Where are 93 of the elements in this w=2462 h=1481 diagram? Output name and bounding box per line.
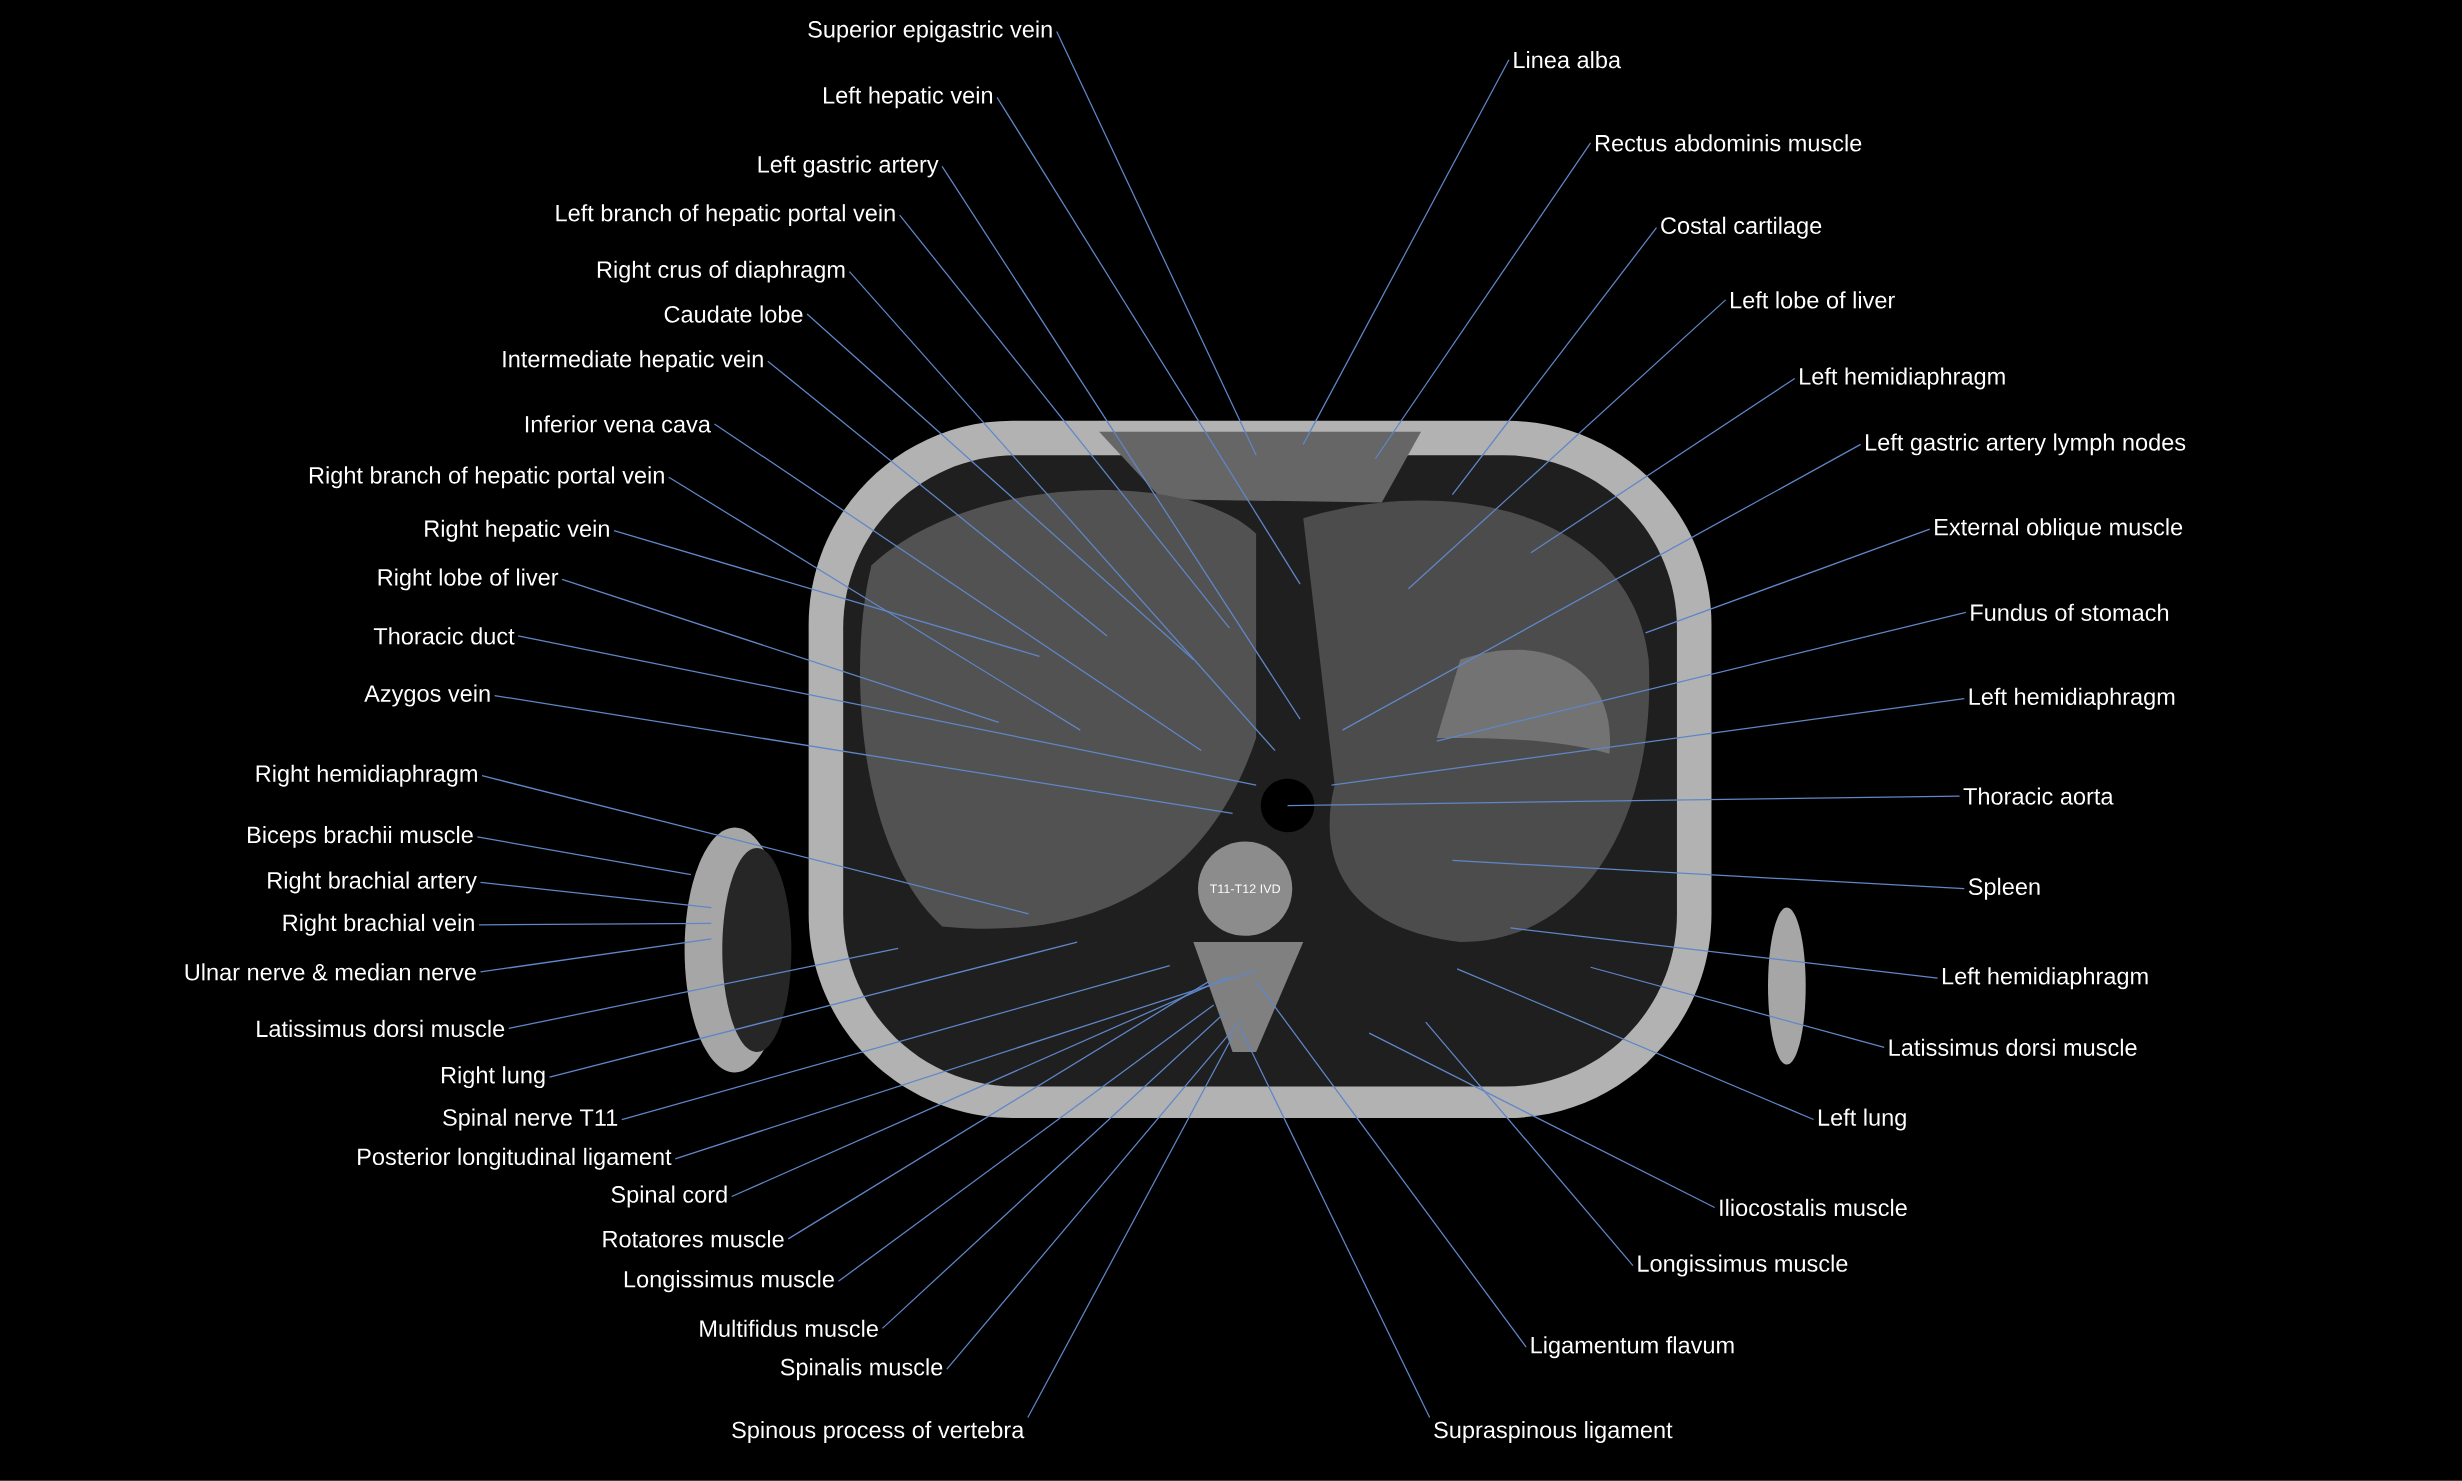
leader-line [946,1020,1242,1370]
anatomy-label: Right branch of hepatic portal vein [309,466,664,489]
anatomy-label: Right crus of diaphragm [597,260,845,283]
anatomy-label: Latissimus dorsi muscle [1889,1038,2137,1057]
anatomy-label: Right lung [442,1066,545,1089]
anatomy-label: Latissimus dorsi muscle [257,1020,505,1038]
anatomy-label: Spleen [1968,877,2040,900]
anatomy-label: External oblique muscle [1935,518,2183,541]
leader-line [476,836,692,876]
anatomy-label: Right hemidiaphragm [256,764,477,787]
leader-line [1589,966,1885,1049]
leader-line [1374,142,1592,460]
leader-line [481,775,1030,915]
anatomy-label: Iliocostalis muscle [1720,1199,1907,1217]
leader-line [848,271,1276,752]
leader-line [668,476,1081,731]
anatomy-label: Costal cartilage [1661,216,1822,239]
anatomy-label: Spinal nerve T11 [443,1108,618,1131]
anatomy-label: Right lobe of liver [378,568,559,591]
leader-line [1451,860,1965,890]
vertebra-label: T11-T12 IVD [1209,884,1280,894]
anatomy-label: Fundus of stomach [1971,603,2169,622]
leader-line [996,96,1301,585]
leader-line [899,214,1231,629]
leader-line [1644,528,1931,634]
anatomy-label: Inferior vena cava [525,415,711,433]
leader-line [621,965,1171,1121]
anatomy-label: Linea alba [1514,51,1622,69]
anatomy-label: Thoracic aorta [1963,787,2114,805]
leader-line [674,969,1257,1160]
anatomy-label: Left hemidiaphragm [1800,367,2005,390]
leader-line [806,313,1194,661]
leader-line [561,578,1000,724]
anatomy-label: Caudate lobe [664,305,803,323]
anatomy-label: Intermediate hepatic vein [503,350,763,373]
leader-line [713,423,1202,752]
leader-line [767,360,1108,637]
leader-line [1341,443,1862,731]
leader-line [1407,299,1727,590]
leader-line [1239,1028,1431,1419]
anatomy-label: Biceps brachii muscle [248,826,473,849]
anatomy-label: Left hepatic vein [824,86,993,109]
leader-line [1056,30,1257,457]
leader-line [613,530,1041,658]
anatomy-label: Rotatores muscle [603,1230,784,1248]
anatomy-label: Left lobe of liver [1731,291,1895,309]
leader-line [1425,1021,1634,1267]
leader-line [1255,980,1527,1348]
leader-line [1368,1032,1716,1209]
leader-line [1456,968,1815,1121]
anatomy-label: Ulnar nerve & median nerve [185,963,476,981]
leader-line [837,1004,1215,1283]
anatomy-label: Right hepatic vein [425,519,609,542]
anatomy-label: Posterior longitudinal ligament [358,1148,672,1170]
anatomy-label: Left branch of hepatic portal vein [556,204,895,227]
leader-line [941,166,1301,720]
leader-line [508,947,899,1030]
anatomy-label: Superior epigastric vein [808,20,1052,43]
leader-line [1436,611,1967,742]
leader-line [479,882,712,909]
anatomy-label: Longissimus muscle [1638,1254,1848,1277]
leader-line [1027,1035,1234,1419]
leader-line [1451,227,1658,496]
leader-line [548,941,1078,1078]
leader-line [1509,927,1939,979]
anatomy-label: Thoracic duct [373,627,515,645]
anatomy-label: Right brachial vein [283,914,474,936]
anatomy-label: Longissimus muscle [624,1270,834,1293]
leader-line [494,695,1234,815]
leader-line [1530,377,1796,554]
leader-line [1330,698,1965,786]
anatomy-label: Left lung [1818,1108,1906,1131]
anatomy-label: Rectus abdominis muscle [1595,134,1862,152]
leader-line [731,976,1231,1198]
leader-line [517,635,1257,786]
anatomy-label: Azygos vein [364,684,490,707]
leader-line [1302,59,1510,446]
anatomy-label: Multifidus muscle [700,1319,878,1338]
anatomy-label: Supraspinous ligament [1434,1421,1673,1444]
anatomy-label: Right brachial artery [268,871,477,894]
anatomy-label: Spinal cord [611,1185,727,1208]
leader-line [1286,795,1961,807]
anatomy-label: Spinous process of vertebra [732,1421,1025,1444]
leader-line [787,980,1210,1240]
leader-line [478,922,712,926]
anatomy-label: Left gastric artery lymph nodes [1866,433,2186,456]
anatomy-label: Spinalis muscle [780,1358,943,1381]
anatomy-label: Left hemidiaphragm [1942,967,2148,990]
leader-line [479,938,712,973]
anatomy-label: Left gastric artery [758,155,939,178]
leader-line [881,1012,1226,1330]
anatomy-label: Left hemidiaphragm [1969,687,2175,710]
anatomy-label: Ligamentum flavum [1531,1336,1734,1359]
